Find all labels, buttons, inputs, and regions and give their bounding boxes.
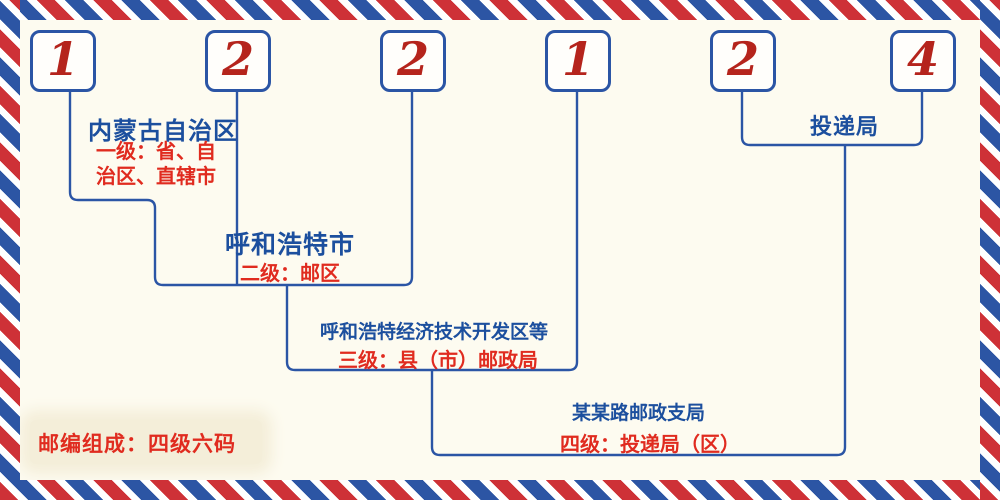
level4-description: 四级：投递局（区） bbox=[560, 432, 740, 456]
border-stripes-bottom bbox=[0, 480, 1000, 500]
level1-description: 一级：省、自 治区、直辖市 bbox=[96, 139, 216, 189]
line-level4-bracket bbox=[430, 144, 847, 457]
level1-description-line2: 治区、直辖市 bbox=[96, 164, 216, 188]
postal-digit-5: 2 bbox=[726, 32, 759, 86]
postal-digit-3: 2 bbox=[396, 32, 429, 86]
level2-place-name: 呼和浩特市 bbox=[225, 230, 356, 259]
postal-digit-4: 1 bbox=[561, 32, 594, 86]
level3-place-name: 呼和浩特经济技术开发区等 bbox=[320, 321, 549, 343]
line-level1-to-level2 bbox=[68, 90, 414, 287]
border-stripes-left bbox=[0, 0, 20, 500]
line-delivery-bracket bbox=[740, 90, 924, 147]
postal-digit-box-6: 4 bbox=[890, 30, 956, 92]
postal-digit-box-5: 2 bbox=[710, 30, 776, 92]
delivery-bureau-label: 投递局 bbox=[810, 115, 880, 140]
level1-description-line1: 一级：省、自 bbox=[96, 139, 216, 163]
level4-place-name: 某某路邮政支局 bbox=[572, 402, 706, 424]
footer-note: 邮编组成：四级六码 bbox=[38, 432, 236, 456]
level2-description: 二级：邮区 bbox=[240, 261, 340, 285]
postal-digit-box-3: 2 bbox=[380, 30, 446, 92]
postal-digit-2: 2 bbox=[221, 32, 254, 86]
level1-place-name: 内蒙古自治区 bbox=[88, 117, 238, 145]
postal-digit-1: 1 bbox=[46, 32, 79, 86]
border-stripes-top bbox=[0, 0, 1000, 20]
postal-digit-box-1: 1 bbox=[30, 30, 96, 92]
footer-note-background bbox=[30, 420, 262, 464]
level3-description: 三级：县（市）邮政局 bbox=[338, 348, 538, 372]
postal-digit-box-4: 1 bbox=[545, 30, 611, 92]
postal-digit-6: 4 bbox=[906, 32, 939, 86]
border-stripes-right bbox=[980, 0, 1000, 500]
postal-digit-box-2: 2 bbox=[205, 30, 271, 92]
